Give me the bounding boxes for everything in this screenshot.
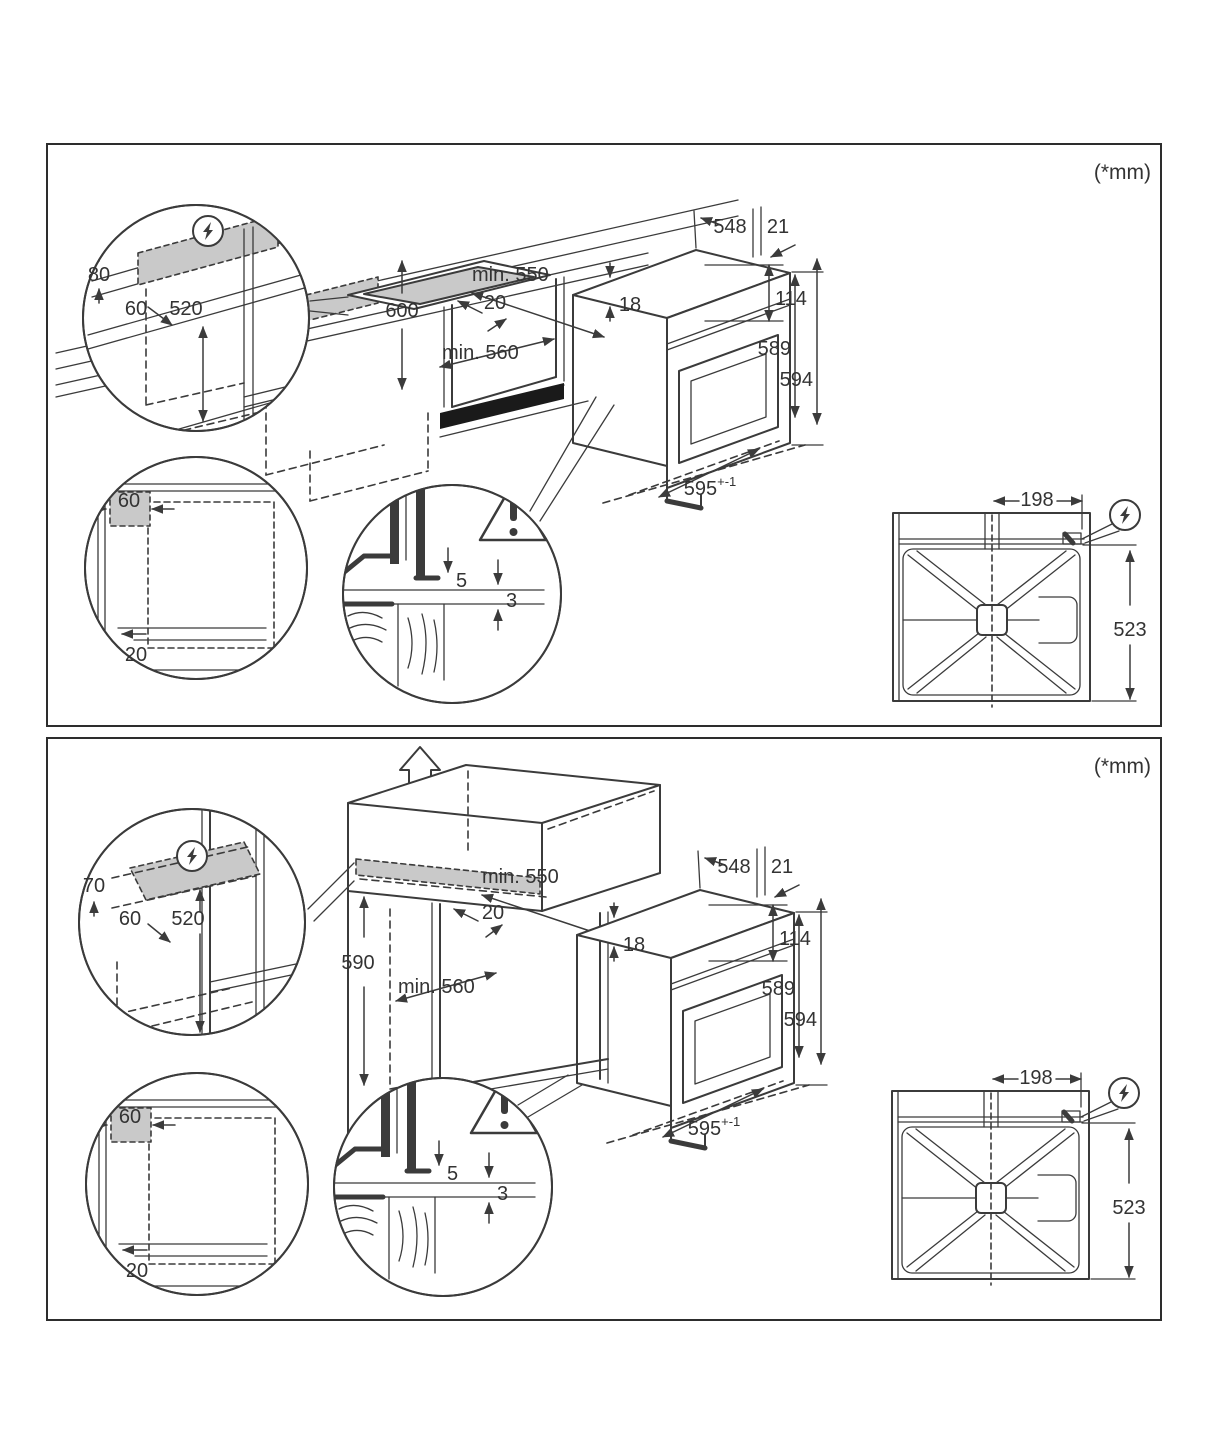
corner-detail-circle [80,457,307,679]
dim-corner-side: 60 [118,490,140,512]
dim-niche-gap: 20 [482,902,504,924]
rear-view [893,495,1140,707]
dim-gap-top: 5 [456,570,467,592]
dim-rear-cable-offset: 198 [1020,489,1053,511]
dim-oven-height-body: 589 [762,978,795,1000]
dim-gap-bottom: 3 [497,1183,508,1205]
dim-niche-depth: min. 550 [482,866,559,888]
unit-note: (*mm) [1094,755,1151,778]
dim-oven-panel-height: 114 [779,928,811,950]
dim-niche-gap: 20 [484,292,506,314]
dim-rear-height: 523 [1113,619,1146,641]
dim-oven-rear-gap: 21 [771,856,793,878]
dim-clearance-above: 80 [88,264,110,286]
dim-oven-panel-height: 114 [775,288,807,310]
dim-niche-height: 600 [385,300,418,322]
gap-detail-circle [340,482,561,703]
dim-corner-side: 60 [119,1106,141,1128]
dim-gap-bottom: 3 [506,590,517,612]
dim-niche-width: min. 560 [398,976,475,998]
corner-detail-circle [81,1073,308,1295]
dim-oven-width: 595+-1 [684,474,737,500]
gap-detail-circle [331,1075,552,1296]
panel-top-installation: (*mm) 80 60 520 600 min. 550 20 min. 560… [46,143,1162,727]
panel-bottom-installation: (*mm) 70 60 520 590 min. 550 20 min. 560… [46,737,1162,1321]
dim-connection-offset: 60 [125,298,147,320]
dim-oven-rear-gap: 21 [767,216,789,238]
dim-connection-offset: 60 [119,908,141,930]
dim-oven-width: 595+-1 [688,1114,741,1140]
dim-oven-height-body: 589 [758,338,791,360]
dim-niche-height: 590 [341,952,374,974]
dim-oven-height-total: 594 [784,1009,817,1031]
dim-corner-front: 20 [125,644,147,666]
dim-niche-depth: min. 550 [472,264,549,286]
dim-gap-top: 5 [447,1163,458,1185]
unit-note: (*mm) [1094,161,1151,184]
dim-oven-top-inset: 18 [623,934,645,956]
tall-cabinet-scene [307,746,661,1192]
dim-niche-width: min. 560 [442,342,519,364]
rear-view [892,1073,1139,1285]
panel-bottom-diagram: (*mm) 70 60 520 590 min. 550 20 min. 560… [78,746,1151,1319]
dim-oven-depth: 548 [717,856,750,878]
dim-corner-front: 20 [126,1260,148,1282]
dim-connection-depth: 520 [171,908,204,930]
dim-rear-cable-offset: 198 [1019,1067,1052,1089]
dim-oven-top-inset: 18 [619,294,641,316]
dim-clearance-above: 70 [83,875,105,897]
connection-detail-circle [82,204,310,432]
panel-top-diagram: (*mm) 80 60 520 600 min. 550 20 min. 560… [55,161,1151,725]
dim-oven-height-total: 594 [780,369,813,391]
cabinet-niche-scene [265,260,615,522]
dim-rear-height: 523 [1112,1197,1145,1219]
connection-detail-circle [78,808,306,1036]
dim-oven-depth: 548 [713,216,746,238]
dim-connection-depth: 520 [169,298,202,320]
